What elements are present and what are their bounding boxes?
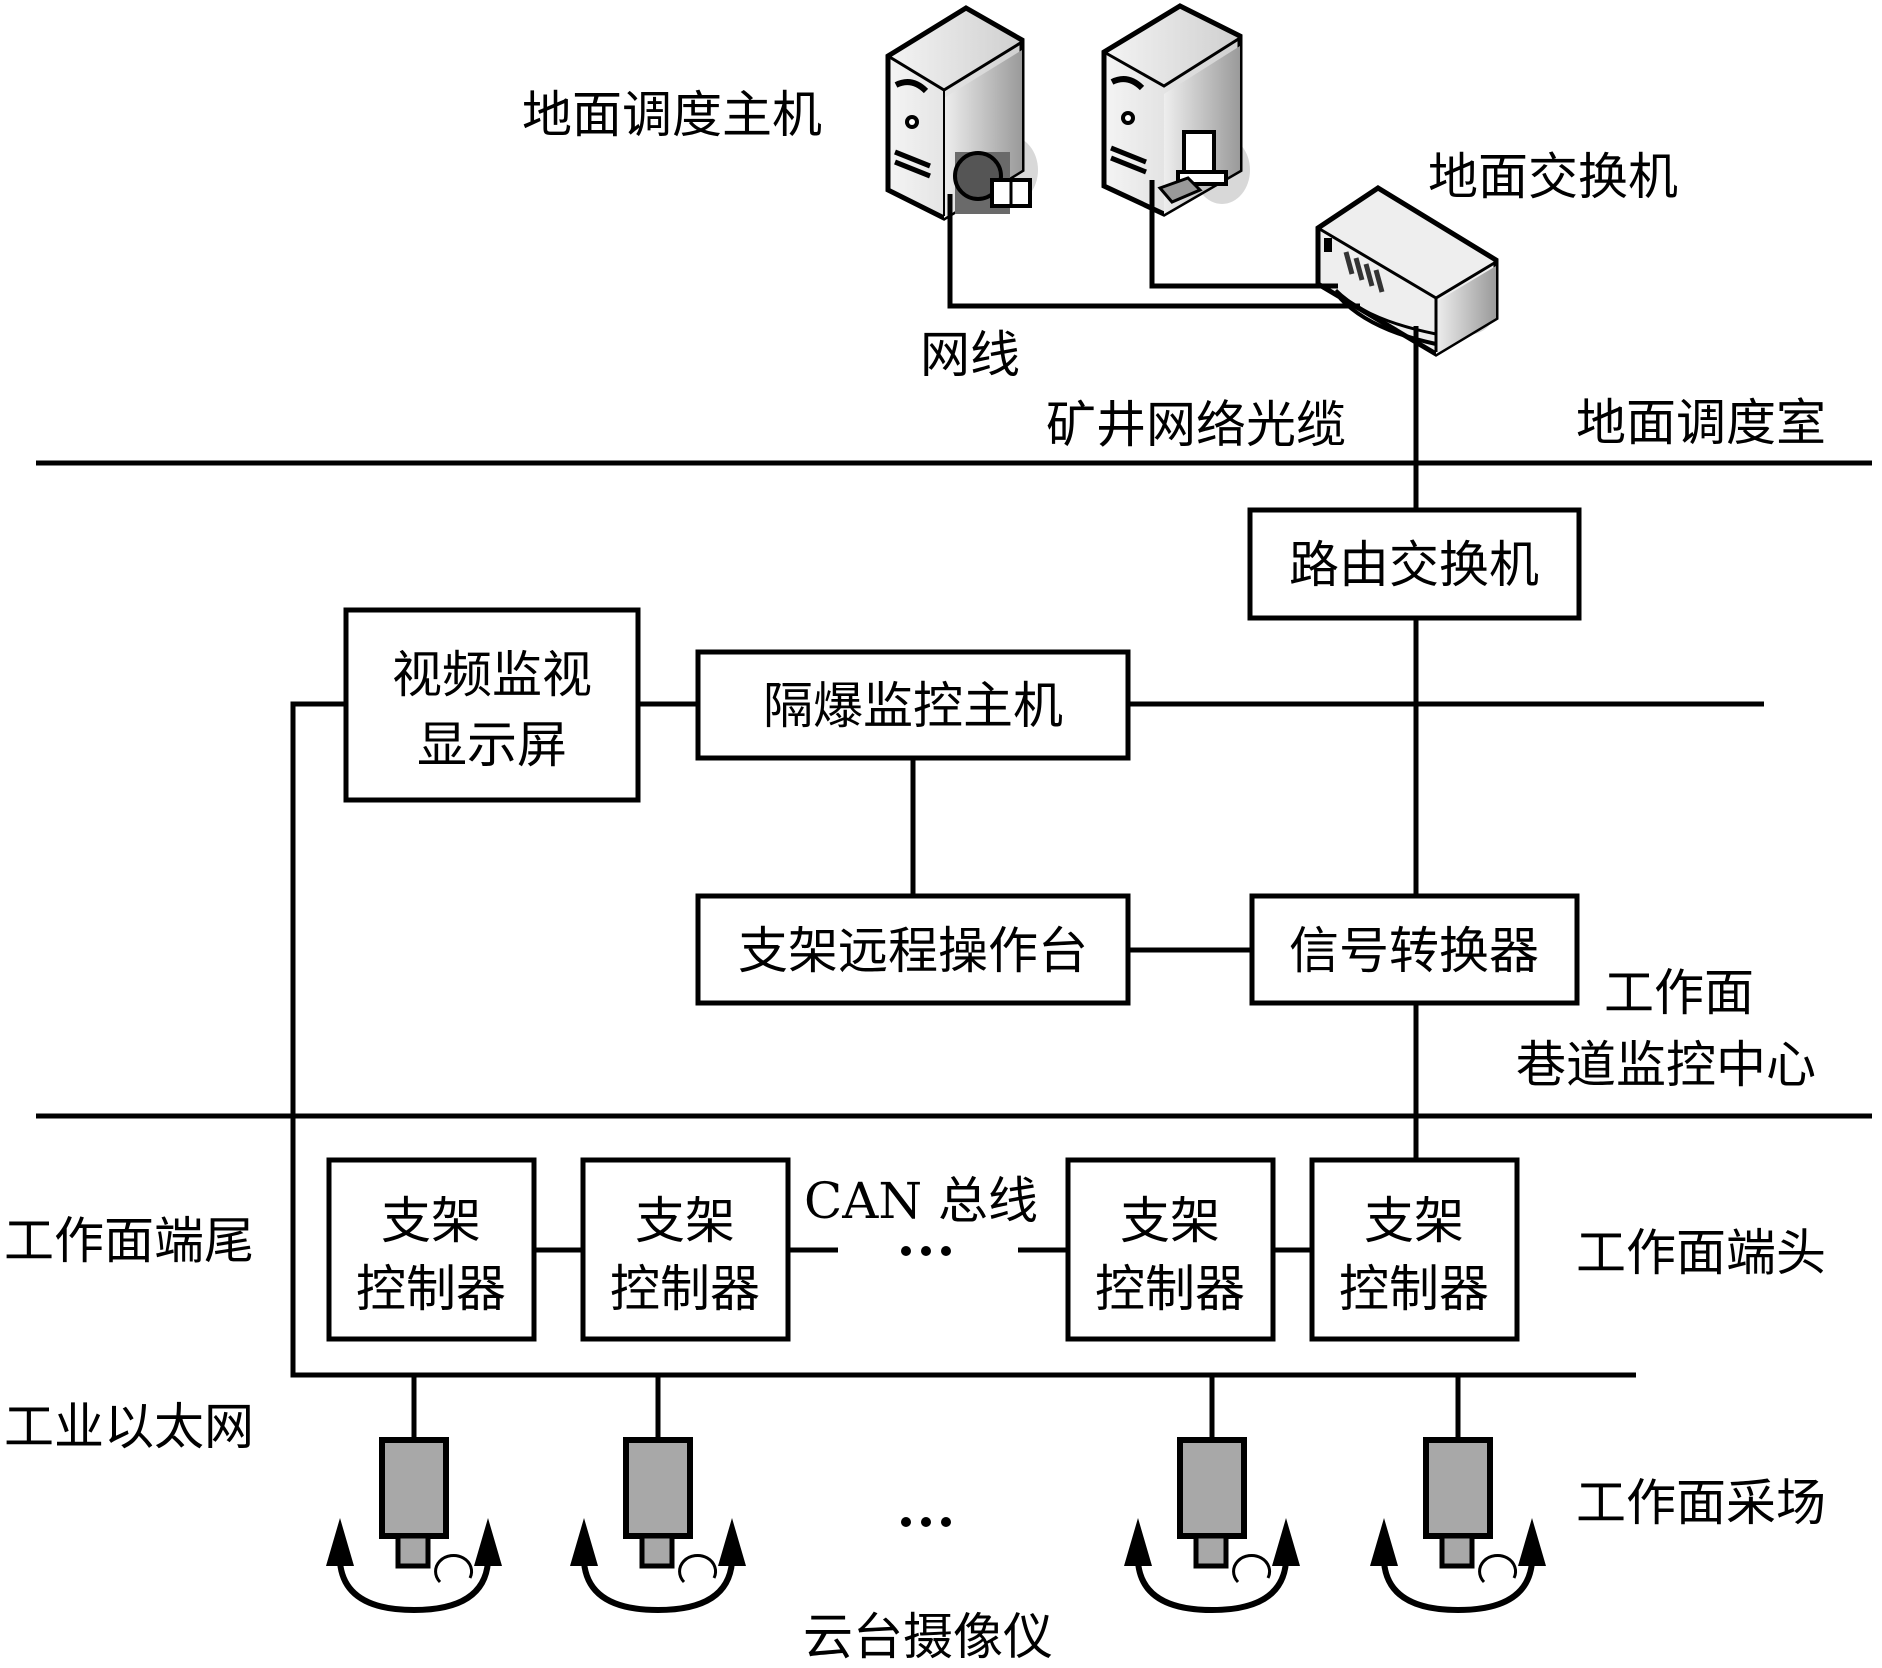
ptz-camera-1[interactable] bbox=[326, 1375, 502, 1614]
video-display-box[interactable]: 视频监视 显示屏 bbox=[343, 607, 641, 803]
camera-lens-icon bbox=[639, 1533, 675, 1569]
tilt-curl-icon bbox=[678, 1553, 718, 1584]
pan-arrow-left-icon bbox=[1370, 1518, 1398, 1566]
remote-console-box[interactable]: 支架远程操作台 bbox=[695, 893, 1131, 1006]
controller-label-1b: 控制器 bbox=[356, 1260, 506, 1318]
pan-arc-icon bbox=[581, 1561, 735, 1614]
pan-arrow-right-icon bbox=[474, 1518, 502, 1566]
controller-label-4b: 控制器 bbox=[1339, 1260, 1489, 1318]
controller-label-3a: 支架 bbox=[1120, 1192, 1220, 1250]
support-controller-3[interactable]: 支架 控制器 bbox=[1065, 1157, 1276, 1342]
pan-arc-icon bbox=[337, 1561, 491, 1614]
remote-console-label: 支架远程操作台 bbox=[738, 922, 1088, 980]
ground-switch-label: 地面交换机 bbox=[1428, 148, 1678, 206]
support-controller-4[interactable]: 支架 控制器 bbox=[1309, 1157, 1520, 1342]
tilt-curl-icon bbox=[434, 1553, 474, 1584]
router-switch-box[interactable]: 路由交换机 bbox=[1247, 507, 1582, 621]
controller-label-2a: 支架 bbox=[635, 1192, 735, 1250]
ptz-camera-3[interactable] bbox=[1124, 1375, 1300, 1614]
zone-label-face-tail: 工作面端尾 bbox=[4, 1212, 254, 1270]
ptz-cameras bbox=[326, 1375, 1546, 1614]
support-controller-2[interactable]: 支架 控制器 bbox=[580, 1157, 791, 1342]
can-bus-label: CAN 总线 bbox=[804, 1172, 1038, 1230]
network-cable-workstation bbox=[1149, 180, 1338, 289]
controller-label-4a: 支架 bbox=[1364, 1192, 1464, 1250]
ground-switch-icon bbox=[1315, 185, 1499, 357]
pan-arrow-left-icon bbox=[1124, 1518, 1152, 1566]
video-display-label-1: 视频监视 bbox=[392, 646, 592, 704]
network-cable-label: 网线 bbox=[920, 326, 1020, 384]
zone-label-surface: 地面调度室 bbox=[1576, 394, 1826, 452]
zone-label-ethernet: 工业以太网 bbox=[4, 1398, 254, 1456]
controller-label-2b: 控制器 bbox=[610, 1260, 760, 1318]
dispatch-host-label: 地面调度主机 bbox=[522, 86, 822, 144]
camera-body-icon bbox=[623, 1437, 693, 1539]
camera-lens-icon bbox=[1193, 1533, 1229, 1569]
pan-arc-icon bbox=[1135, 1561, 1289, 1614]
explosion-proof-host-label: 隔爆监控主机 bbox=[763, 677, 1063, 735]
pan-arrow-right-icon bbox=[1272, 1518, 1300, 1566]
video-display-label-2: 显示屏 bbox=[417, 716, 567, 774]
explosion-proof-host-box[interactable]: 隔爆监控主机 bbox=[695, 649, 1131, 761]
support-controller-1[interactable]: 支架 控制器 bbox=[326, 1157, 537, 1342]
ptz-camera-4[interactable] bbox=[1370, 1375, 1546, 1614]
pan-arrow-right-icon bbox=[718, 1518, 746, 1566]
ptz-camera-label: 云台摄像仪 bbox=[803, 1608, 1053, 1666]
zone-label-roadway-2: 巷道监控中心 bbox=[1516, 1036, 1816, 1094]
camera-ellipsis bbox=[901, 1517, 951, 1527]
camera-lens-icon bbox=[395, 1533, 431, 1569]
ptz-camera-2[interactable] bbox=[570, 1375, 746, 1614]
can-bus-ellipsis bbox=[901, 1246, 951, 1256]
pan-arrow-left-icon bbox=[570, 1518, 598, 1566]
camera-body-icon bbox=[1177, 1437, 1247, 1539]
tilt-curl-icon bbox=[1232, 1553, 1272, 1584]
camera-body-icon bbox=[379, 1437, 449, 1539]
zone-label-roadway-1: 工作面 bbox=[1604, 964, 1754, 1022]
controller-label-3b: 控制器 bbox=[1095, 1260, 1245, 1318]
network-cable-host bbox=[947, 194, 1360, 309]
industrial-ethernet-bus bbox=[290, 701, 1636, 1378]
tilt-curl-icon bbox=[1478, 1553, 1518, 1584]
workstation-server-icon bbox=[1101, 3, 1250, 217]
router-switch-label: 路由交换机 bbox=[1289, 536, 1539, 594]
controller-label-1a: 支架 bbox=[381, 1192, 481, 1250]
pan-arrow-left-icon bbox=[326, 1518, 354, 1566]
dispatch-host-server-icon bbox=[885, 5, 1038, 221]
pan-arc-icon bbox=[1381, 1561, 1535, 1614]
signal-converter-box[interactable]: 信号转换器 bbox=[1249, 893, 1580, 1006]
zone-label-face-head: 工作面端头 bbox=[1576, 1224, 1826, 1282]
pan-arrow-right-icon bbox=[1518, 1518, 1546, 1566]
zone-label-stope: 工作面采场 bbox=[1576, 1474, 1826, 1532]
camera-body-icon bbox=[1423, 1437, 1493, 1539]
camera-lens-icon bbox=[1439, 1533, 1475, 1569]
fiber-cable-label: 矿井网络光缆 bbox=[1046, 396, 1346, 454]
signal-converter-label: 信号转换器 bbox=[1289, 922, 1539, 980]
